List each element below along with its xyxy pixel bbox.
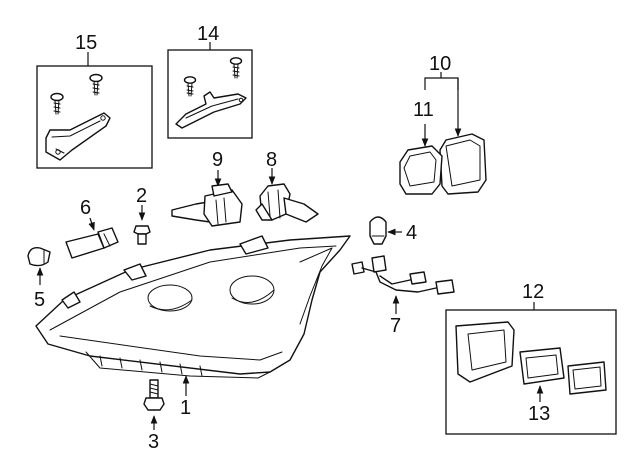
bulb-socket-housing — [455, 321, 515, 383]
part-15-group — [36, 52, 153, 169]
callout-4: 4 — [406, 222, 417, 244]
mounting-bracket — [45, 112, 111, 161]
callout-8: 8 — [266, 149, 277, 171]
callout-12: 12 — [522, 281, 544, 303]
part-2-bolt — [133, 205, 151, 245]
callout-14: 14 — [197, 23, 219, 45]
part-1-headlamp-assembly — [35, 235, 351, 379]
callout-9: 9 — [212, 149, 223, 171]
screw-icon — [183, 76, 197, 97]
callout-5: 5 — [34, 289, 45, 311]
part-8-bulb — [255, 168, 319, 223]
part-12-group — [445, 302, 617, 435]
callout-15: 15 — [75, 32, 97, 54]
callout-3: 3 — [148, 431, 159, 453]
part-9-bulb — [171, 170, 243, 227]
part-10-bracket-leader — [424, 77, 459, 90]
screw-icon — [89, 73, 103, 96]
part-5-bulb — [27, 246, 51, 285]
bulb-cover-front — [399, 145, 443, 195]
part-4-bulb — [369, 216, 402, 245]
bulb-cover-back — [439, 133, 487, 195]
callout-10: 10 — [429, 53, 451, 75]
part-14-group — [167, 42, 253, 139]
callout-2: 2 — [136, 185, 147, 207]
callout-13: 13 — [528, 403, 550, 425]
part-3-bolt — [143, 379, 165, 430]
callout-7: 7 — [390, 315, 401, 337]
screw-icon — [50, 92, 64, 115]
callout-1: 1 — [180, 397, 191, 419]
part-10-11-group — [399, 72, 487, 195]
screw-icon — [229, 57, 243, 79]
callout-6: 6 — [80, 197, 91, 219]
callout-11: 11 — [413, 99, 434, 121]
part-6-bulb — [65, 217, 119, 259]
mounting-bracket — [175, 91, 247, 129]
part-7-harness — [351, 255, 455, 314]
